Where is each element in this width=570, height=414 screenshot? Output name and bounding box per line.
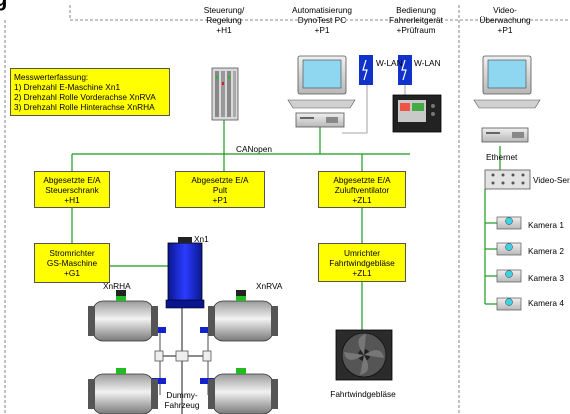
- wlan-label-2: W-LAN: [414, 58, 441, 68]
- header-bedienung: Bedienung Fahrerleitgerät +Prüfraum: [389, 5, 443, 35]
- camera-1-label: Kamera 1: [528, 220, 564, 230]
- dummy-vehicle-label: Dummy- Fahrzeug: [164, 390, 200, 410]
- network-lines: [71, 118, 501, 330]
- camera-3-label: Kamera 3: [528, 273, 564, 283]
- xnrva-label: XnRVA: [256, 281, 283, 291]
- automation-pc-icon: [287, 55, 356, 128]
- xnrha-label: XnRHA: [103, 281, 131, 291]
- camera-1-icon: [496, 216, 522, 230]
- dummy-vehicle-testbench-icon: [88, 237, 278, 414]
- video-server-icon: [484, 169, 531, 190]
- driver-display-icon: [392, 94, 442, 133]
- box-umrichter: Umrichter Fahrtwindgebläse +ZL1: [318, 243, 406, 282]
- header-steuerung: Steuerung/ Regelung +H1: [203, 5, 245, 35]
- box-ea-pult: Abgesetzte E/A Pult +P1: [175, 171, 265, 208]
- camera-3-icon: [496, 269, 522, 283]
- box-ea-zuluftventilator: Abgesetzte E/A Zuluftventilator +ZL1: [318, 171, 406, 208]
- plc-rack-icon: [211, 67, 239, 121]
- fan-icon: [335, 329, 393, 381]
- xn1-label: Xn1: [194, 234, 209, 244]
- camera-2-icon: [496, 242, 522, 256]
- ethernet-label: Ethernet: [486, 152, 518, 162]
- wlan-label-1: W-LAN: [376, 58, 403, 68]
- canopen-label: CANopen: [236, 144, 272, 154]
- header-automatisierung: Automatisierung DynoTest PC +P1: [292, 5, 352, 35]
- page-title: g: [0, 0, 7, 12]
- camera-4-icon: [496, 297, 522, 311]
- fan-label: Fahrtwindgebläse: [330, 389, 396, 399]
- messwerterfassung-box: Messwerterfassung: 1) Drehzahl E-Maschin…: [10, 68, 170, 116]
- wlan-icon-2: [398, 55, 412, 85]
- wlan-icon-1: [359, 55, 373, 85]
- box-ea-steuerschrank: Abgesetzte E/A Steuerschrank +H1: [34, 171, 110, 208]
- camera-2-label: Kamera 2: [528, 246, 564, 256]
- header-video: Video- Überwachung +P1: [479, 5, 531, 35]
- camera-4-label: Kamera 4: [528, 298, 564, 308]
- wlan-lines: [342, 84, 406, 134]
- box-stromrichter: Stromrichter GS-Maschine +G1: [34, 243, 110, 283]
- video-server-label: Video-Ser: [533, 175, 570, 185]
- video-pc-icon: [473, 55, 541, 143]
